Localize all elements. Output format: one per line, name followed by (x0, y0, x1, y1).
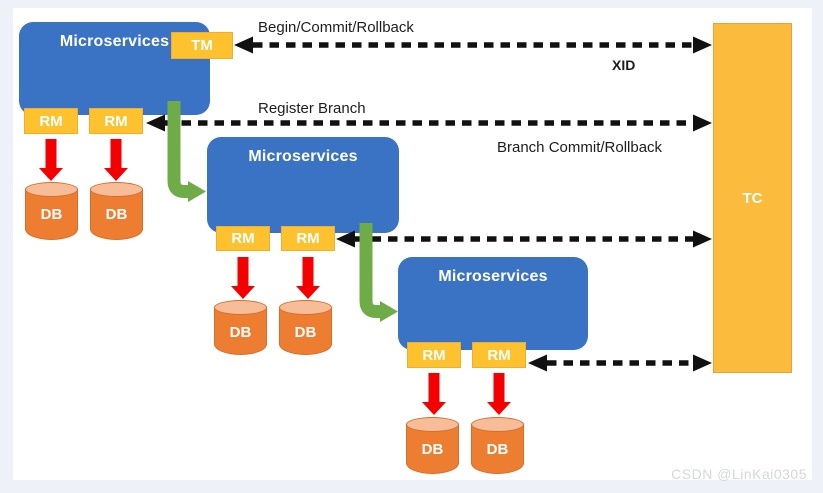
db-cylinder: DB (471, 417, 524, 474)
branch-commit-rollback-label: Branch Commit/Rollback (497, 139, 663, 156)
db-cylinder: DB (406, 417, 459, 474)
db-top (90, 182, 143, 197)
rm-box: RM (281, 226, 335, 251)
xid-label: XID (612, 57, 636, 73)
db-body (279, 307, 332, 355)
db-cylinder: DB (214, 300, 267, 355)
rm-box: RM (407, 342, 461, 368)
microservices-box-2: Microservices (207, 137, 399, 233)
db-body (214, 307, 267, 355)
db-label: DB (294, 324, 317, 341)
tm-label: TM (191, 37, 213, 54)
db-body (90, 189, 143, 240)
db-cylinder: DB (279, 300, 332, 355)
tm-box: TM (171, 32, 233, 59)
microservices-label: Microservices (59, 33, 170, 50)
db-label: DB (40, 206, 63, 223)
db-top (279, 300, 332, 315)
db-label: DB (105, 206, 128, 223)
db-cylinder: DB (25, 182, 78, 240)
microservices-label: Microservices (248, 148, 358, 165)
db-top (406, 417, 459, 432)
db-cylinder: DB (90, 182, 143, 240)
rm-box: RM (472, 342, 526, 368)
db-body (471, 424, 524, 474)
db-label: DB (486, 441, 509, 458)
watermark: CSDN @LinKai0305 (671, 466, 807, 482)
db-top (471, 417, 524, 432)
rm-label: RM (104, 112, 128, 130)
db-label: DB (421, 441, 444, 458)
rm-label: RM (296, 230, 320, 247)
db-body (25, 189, 78, 240)
tc-box: TC (713, 23, 792, 373)
db-label: DB (229, 324, 252, 341)
db-top (214, 300, 267, 315)
rm-label: RM (39, 112, 63, 130)
rm-box: RM (89, 108, 143, 134)
begin-commit-rollback-label: Begin/Commit/Rollback (258, 19, 414, 36)
register-branch-label: Register Branch (258, 100, 366, 117)
microservices-box-3: Microservices (398, 257, 588, 350)
rm-label: RM (422, 346, 446, 364)
rm-box: RM (24, 108, 78, 134)
rm-label: RM (231, 230, 255, 247)
db-body (406, 424, 459, 474)
rm-box: RM (216, 226, 270, 251)
tc-label: TC (742, 189, 763, 207)
db-top (25, 182, 78, 197)
microservices-label: Microservices (438, 268, 548, 285)
rm-label: RM (487, 346, 511, 364)
